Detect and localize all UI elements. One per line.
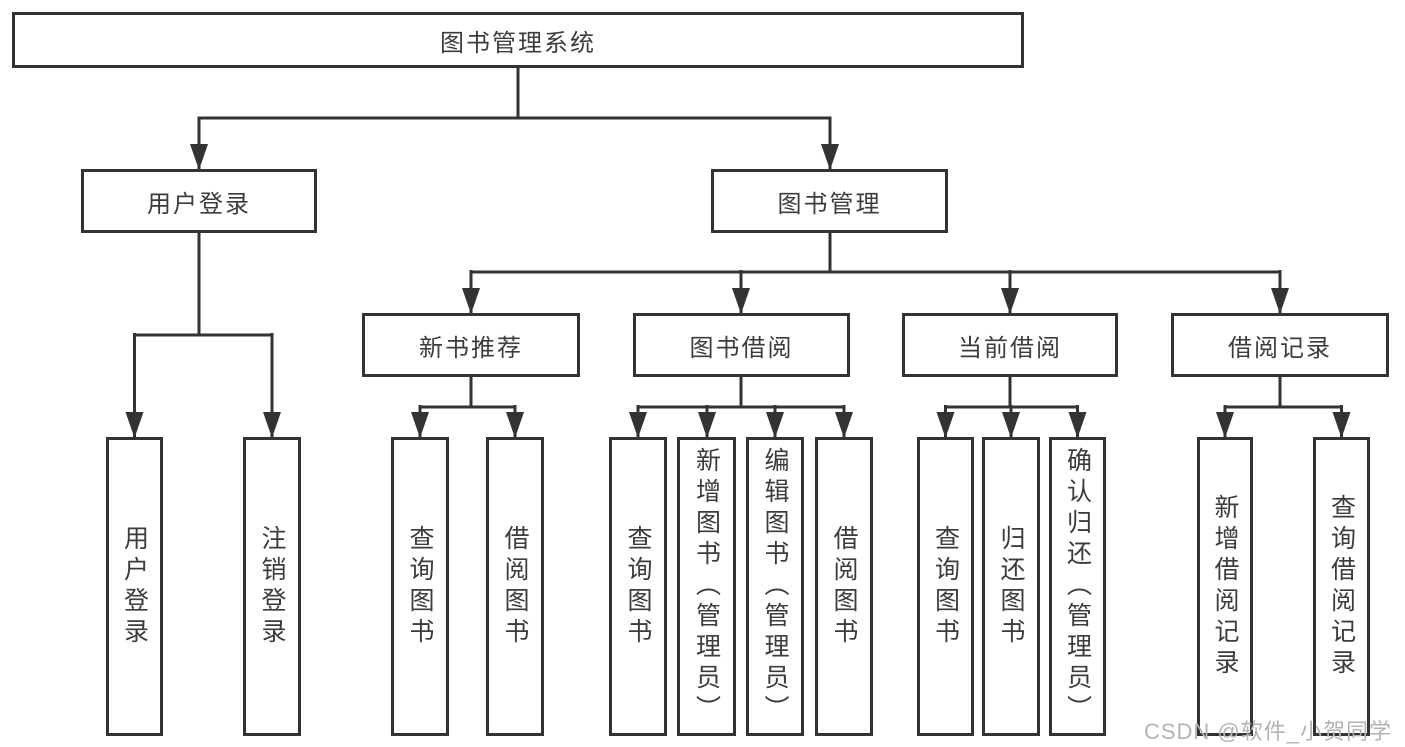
leaf-newbook-borrow-book: 借阅图书 bbox=[486, 437, 544, 736]
node-user-login: 用户登录 bbox=[81, 169, 317, 233]
node-borrowing-records: 借阅记录 bbox=[1171, 313, 1389, 377]
leaf-records-query-record: 查询借阅记录 bbox=[1313, 437, 1370, 736]
connector-skeleton bbox=[133, 68, 1343, 409]
node-book-borrowing: 图书借阅 bbox=[633, 313, 850, 377]
leaf-newbook-query-book: 查询图书 bbox=[391, 437, 449, 736]
leaf-current-return-book: 归还图书 bbox=[982, 437, 1040, 736]
leaf-borrowing-edit-book-admin: 编辑图书（管理员） bbox=[746, 437, 804, 736]
leaf-records-add-record: 新增借阅记录 bbox=[1197, 437, 1253, 736]
leaf-borrowing-add-book-admin: 新增图书（管理员） bbox=[677, 437, 736, 736]
node-library-management-system: 图书管理系统 bbox=[12, 12, 1024, 68]
leaf-user-login: 用户登录 bbox=[106, 437, 163, 736]
node-book-management: 图书管理 bbox=[711, 169, 948, 233]
leaf-borrowing-query-book: 查询图书 bbox=[609, 437, 667, 736]
leaf-current-confirm-return-admin: 确认归还（管理员） bbox=[1049, 437, 1106, 736]
leaf-current-query-book: 查询图书 bbox=[917, 437, 974, 736]
leaf-logout: 注销登录 bbox=[243, 437, 301, 736]
leaf-borrowing-borrow-book: 借阅图书 bbox=[815, 437, 873, 736]
node-new-book-recommend: 新书推荐 bbox=[362, 313, 580, 377]
csdn-watermark: CSDN @软件_小贺同学 bbox=[1143, 719, 1392, 744]
node-current-borrowing: 当前借阅 bbox=[902, 313, 1118, 377]
